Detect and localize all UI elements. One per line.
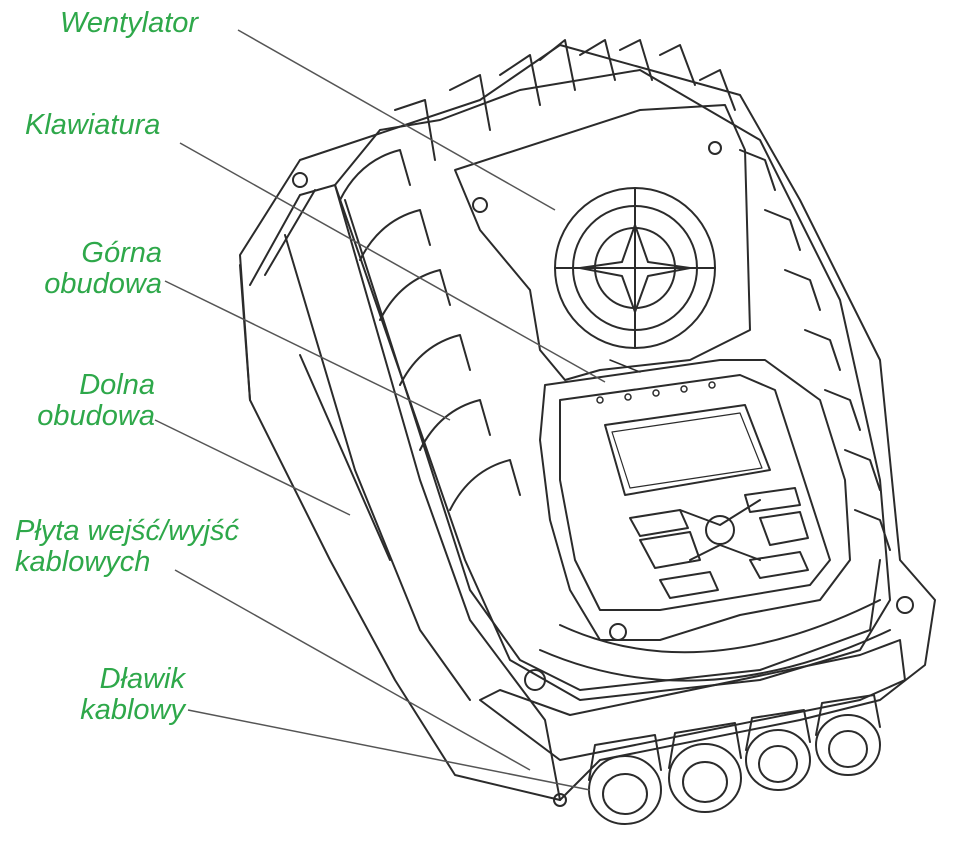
- label-upper-housing: Górna obudowa: [20, 238, 162, 300]
- label-fan-line-1: Wentylator: [60, 7, 199, 39]
- leader-lines: [154, 29, 606, 791]
- label-upper-line-1: Górna: [81, 237, 162, 269]
- upper-housing-rim: [334, 69, 891, 701]
- label-lower-line-1: Dolna: [79, 369, 155, 401]
- lcd-display: [604, 404, 771, 496]
- heat-sink-fins: [339, 39, 891, 551]
- cable-plate: [479, 639, 906, 761]
- lower-housing-outline: [239, 44, 936, 801]
- label-lower-line-2: obudowa: [37, 400, 155, 432]
- label-fan: Wentylator: [60, 8, 198, 39]
- fan-icon: [554, 187, 716, 349]
- leader-gland: [187, 709, 591, 791]
- label-cable-plate: Płyta wejść/wyjść kablowych: [15, 516, 239, 578]
- leader-upper: [164, 280, 451, 421]
- label-keypad: Klawiatura: [25, 110, 160, 141]
- keypad-body: [539, 359, 851, 641]
- label-cable-gland: Dławik kablowy: [55, 664, 185, 726]
- label-gland-line-1: Dławik: [99, 663, 185, 695]
- leader-fan: [237, 29, 556, 211]
- keypad-buttons: [629, 487, 809, 599]
- label-plate-line-2: kablowych: [15, 546, 151, 578]
- status-leds: [596, 359, 716, 404]
- leader-plate: [174, 569, 531, 771]
- leader-keypad: [179, 142, 606, 383]
- label-gland-line-2: kablowy: [80, 694, 185, 726]
- fan-plate: [454, 104, 751, 381]
- label-keypad-line-1: Klawiatura: [25, 109, 161, 141]
- label-upper-line-2: obudowa: [44, 268, 162, 300]
- lower-housing-edge: [249, 184, 561, 801]
- cable-glands: [588, 694, 881, 825]
- label-lower-housing: Dolna obudowa: [10, 370, 155, 432]
- label-plate-line-1: Płyta wejść/wyjść: [15, 515, 239, 547]
- leader-lower: [154, 419, 351, 516]
